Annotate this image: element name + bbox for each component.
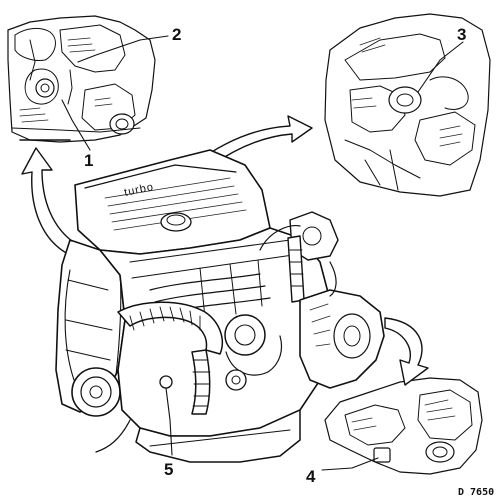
callout-5: 5 xyxy=(164,460,173,479)
inset-top-right xyxy=(324,13,491,197)
callout-1: 1 xyxy=(84,151,93,170)
reference-code: D 7650 xyxy=(458,487,494,498)
callout-3: 3 xyxy=(457,25,466,44)
inset-bottom-right xyxy=(321,317,483,475)
callout-4: 4 xyxy=(306,467,316,486)
inset-top-left xyxy=(7,15,169,151)
engine-assembly: turbo xyxy=(55,149,385,463)
callout-2: 2 xyxy=(172,25,181,44)
